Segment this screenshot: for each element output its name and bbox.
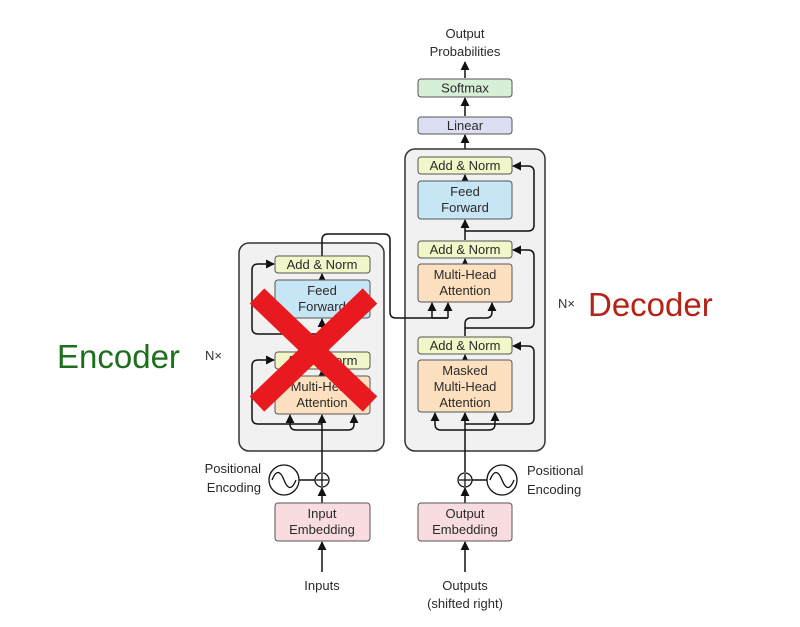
outputs-label: Outputs bbox=[442, 578, 488, 593]
decoder-nx-label: N× bbox=[558, 296, 575, 311]
input-embedding-block bbox=[274, 502, 371, 542]
encoder-attention-label-2: Attention bbox=[296, 395, 347, 410]
encoder-crossed-out-mark bbox=[249, 288, 378, 412]
inputs-label: Inputs bbox=[304, 578, 340, 593]
decoder-cross-attention-label-2: Attention bbox=[439, 283, 490, 298]
outputs-label-2: (shifted right) bbox=[427, 596, 503, 611]
decoder-ff-residual bbox=[465, 161, 535, 232]
decoder-add-norm-middle bbox=[417, 240, 513, 259]
decoder-add-norm-bottom-label: Add & Norm bbox=[430, 338, 501, 353]
decoder-feed-forward-label: Feed bbox=[450, 184, 480, 199]
decoder-masked-attention-label-2: Multi-Head bbox=[434, 379, 497, 394]
softmax-label: Softmax bbox=[441, 81, 489, 96]
decoder-cross-attention bbox=[417, 263, 513, 303]
output-embedding-label-2: Embedding bbox=[432, 522, 498, 537]
cross-stroke-2 bbox=[249, 288, 378, 412]
decoder-add-norm-bottom bbox=[417, 336, 513, 355]
decoder-cross-attention-label: Multi-Head bbox=[434, 267, 497, 282]
decoder-masked-attention-label-3: Attention bbox=[439, 395, 490, 410]
linear-label: Linear bbox=[447, 118, 484, 133]
decoder-feed-forward-label-2: Forward bbox=[441, 200, 489, 215]
decoder-positional-label-2: Encoding bbox=[527, 482, 581, 497]
decoder-title: Decoder bbox=[588, 286, 713, 323]
decoder-feed-forward bbox=[417, 180, 513, 220]
output-probabilities-label: Output bbox=[445, 26, 484, 41]
linear-block bbox=[417, 116, 513, 135]
encoder-ff-residual bbox=[251, 259, 322, 335]
decoder-masked-input-left bbox=[430, 412, 465, 431]
decoder-add-norm-top bbox=[417, 156, 513, 175]
decoder-add-norm-middle-label: Add & Norm bbox=[430, 242, 501, 257]
output-probabilities-label-2: Probabilities bbox=[430, 44, 501, 59]
encoder-sine-wave bbox=[271, 471, 297, 489]
encoder-att-input-right bbox=[322, 414, 359, 431]
encoder-feed-forward-label: Feed bbox=[307, 283, 337, 298]
encoder-add-norm-top-label: Add & Norm bbox=[287, 257, 358, 272]
encoder-feed-forward-label-2: Forward bbox=[298, 299, 346, 314]
input-embedding-label: Input bbox=[308, 506, 337, 521]
decoder-sine-wave bbox=[489, 471, 515, 489]
decoder-crossatt-residual bbox=[465, 245, 535, 329]
encoder-positional-label: Positional bbox=[205, 461, 261, 476]
encoder-positional-label-2: Encoding bbox=[207, 480, 261, 495]
decoder-masked-attention-label: Masked bbox=[442, 363, 488, 378]
decoder-positional-label: Positional bbox=[527, 463, 583, 478]
encoder-att-residual bbox=[251, 355, 322, 425]
encoder-nx-label: N× bbox=[205, 348, 222, 363]
encoder-title: Encoder bbox=[57, 338, 180, 375]
softmax-block bbox=[417, 78, 513, 98]
encoder-to-decoder-connection bbox=[321, 233, 448, 319]
decoder-crossatt-input-3 bbox=[464, 302, 497, 336]
decoder-add-norm-top-label: Add & Norm bbox=[430, 158, 501, 173]
output-embedding-block bbox=[417, 502, 513, 542]
input-embedding-label-2: Embedding bbox=[289, 522, 355, 537]
decoder-masked-residual bbox=[465, 341, 535, 425]
decoder-masked-attention bbox=[417, 359, 513, 413]
encoder-add-norm-top bbox=[274, 255, 371, 274]
output-embedding-label: Output bbox=[445, 506, 484, 521]
